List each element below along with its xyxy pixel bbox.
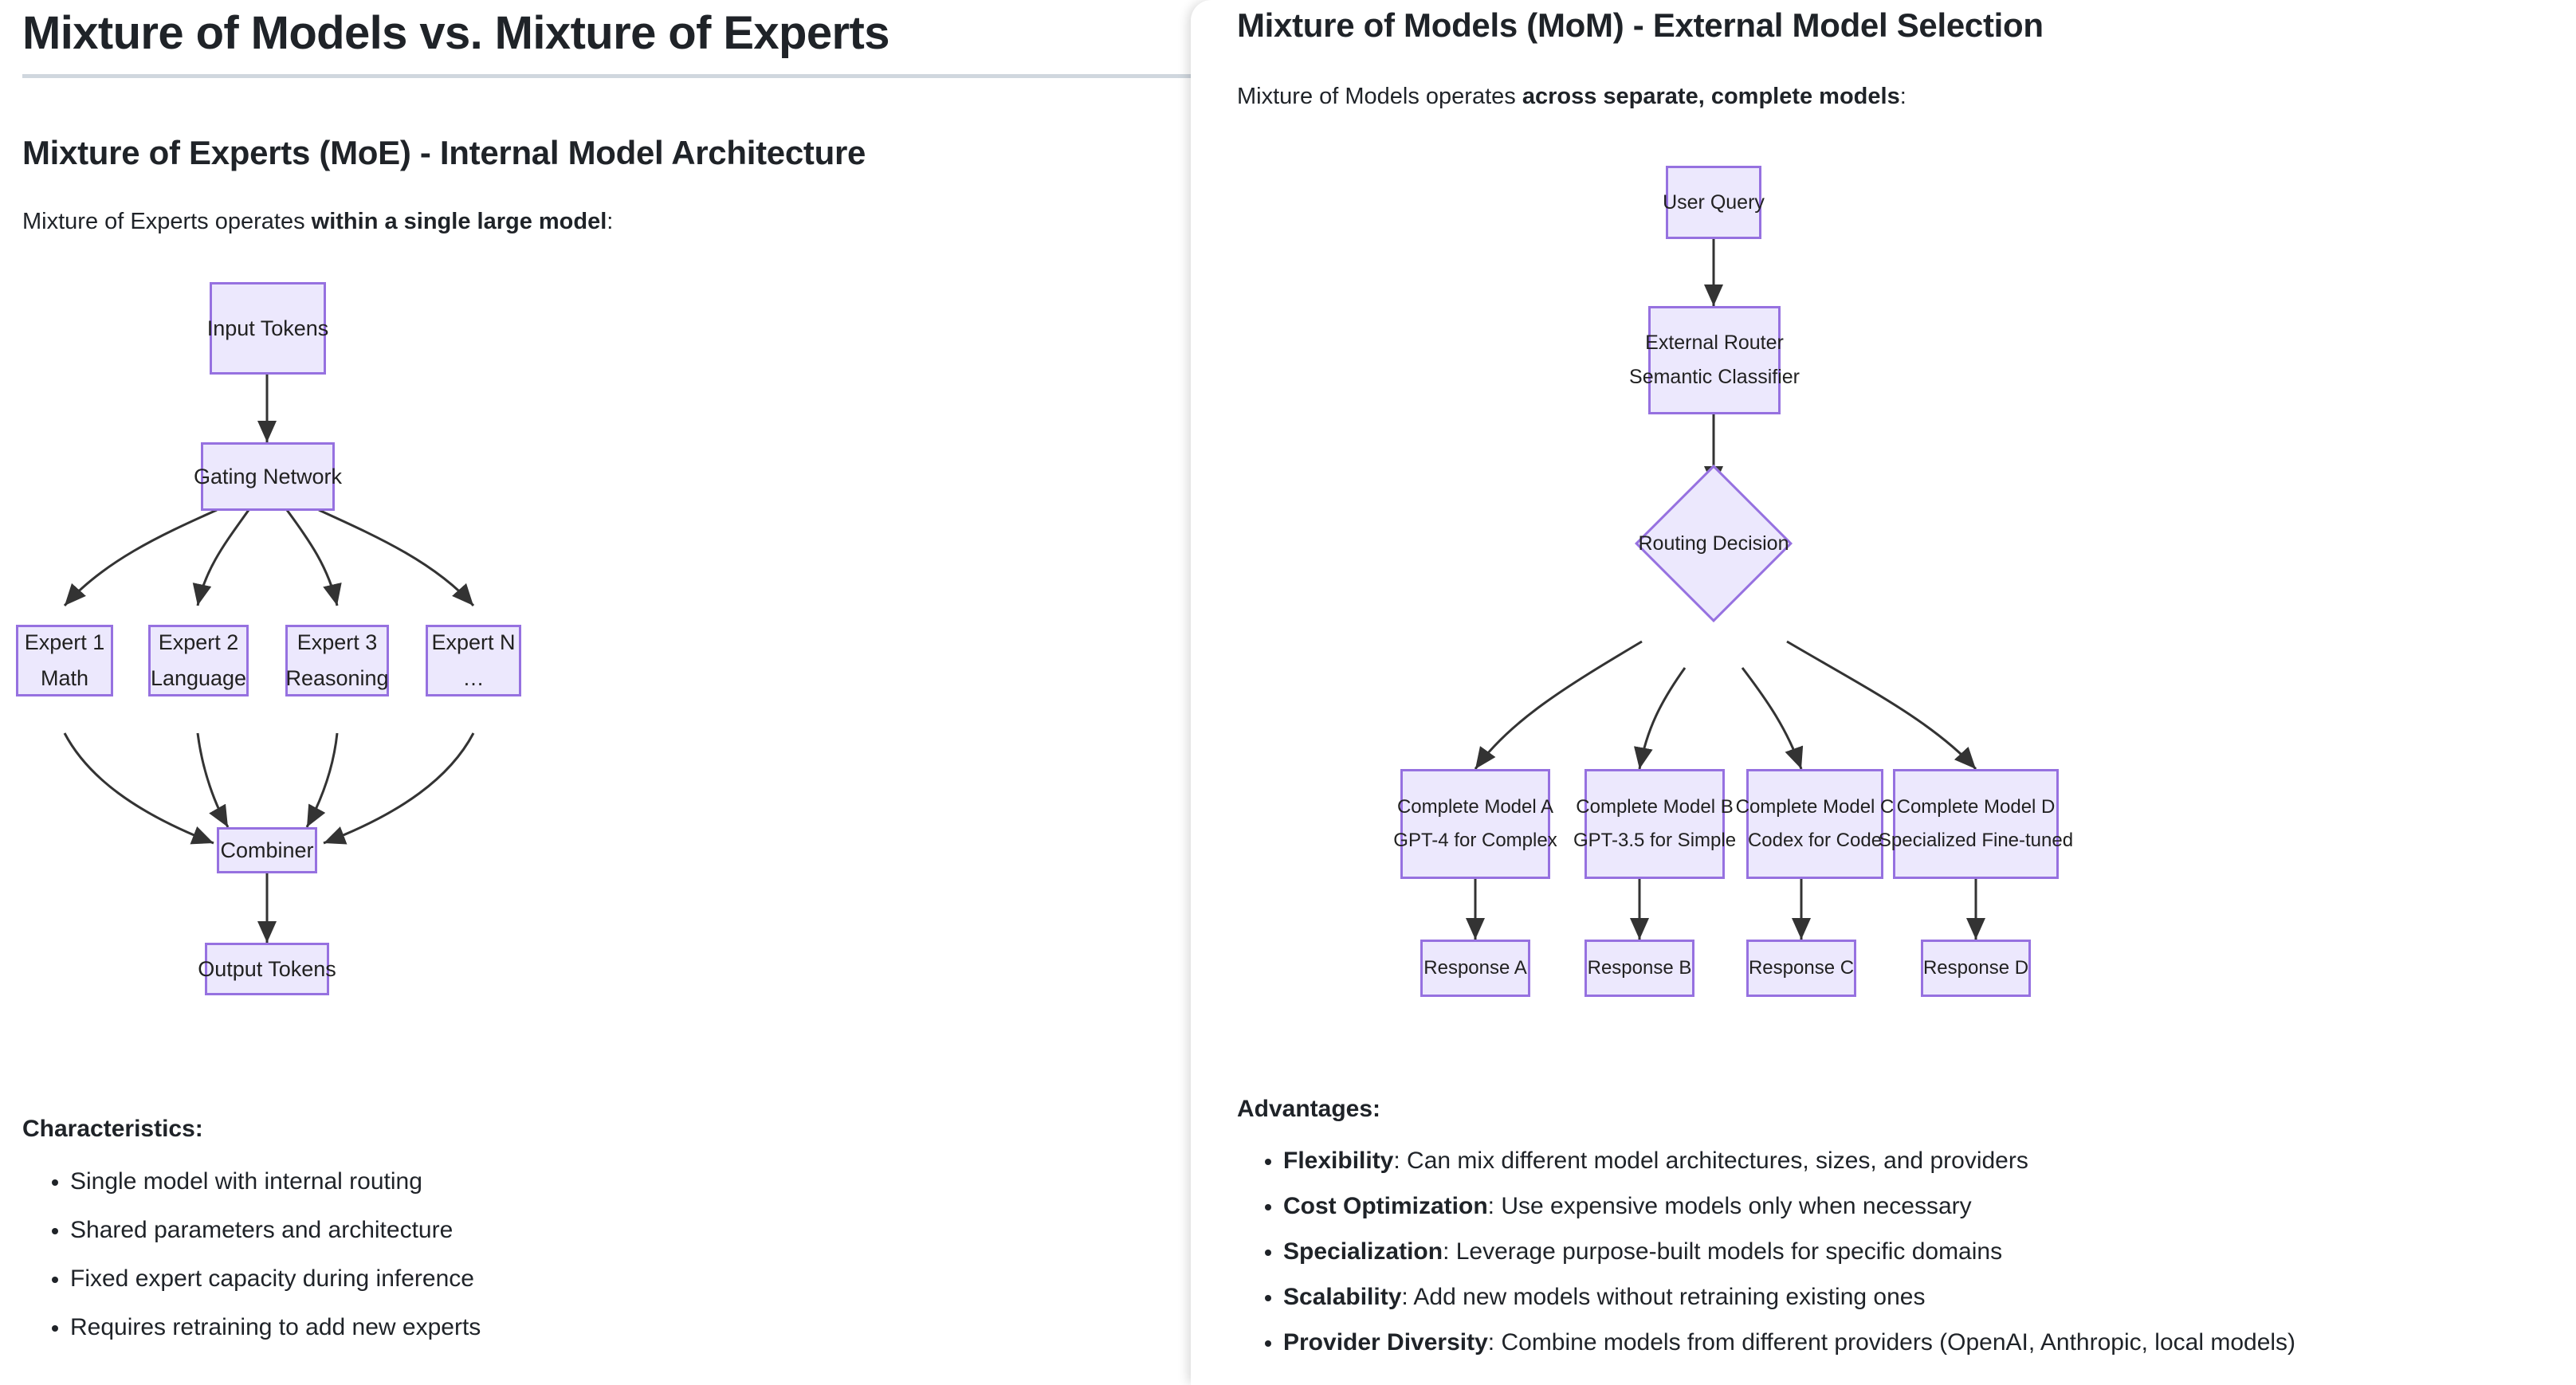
mom-intro-suffix: : (1899, 84, 1906, 109)
moe-intro-prefix: Mixture of Experts operates (22, 209, 312, 234)
node-expert-3-line1: Expert 3 (296, 630, 378, 654)
advantage-desc: : Combine models from different provider… (1487, 1329, 2296, 1356)
node-user-query-label: User Query (1663, 190, 1765, 214)
left-panel: Mixture of Models vs. Mixture of Experts… (0, 0, 1196, 1385)
right-panel: Mixture of Models (MoM) - External Model… (1191, 0, 2576, 1385)
mom-flowchart: User Query External Router Semantic Clas… (1191, 0, 2576, 1385)
title-divider (22, 74, 1196, 78)
node-response-d-label: Response D (1922, 957, 2029, 979)
advantage-desc: : Leverage purpose-built models for spec… (1443, 1238, 2003, 1265)
mom-edges (1466, 239, 1985, 940)
node-complete-model-d-line1: Complete Model D (1896, 796, 2056, 818)
node-response-b[interactable]: Response B (1584, 940, 1694, 997)
node-complete-model-b-line2: GPT-3.5 for Simple (1573, 830, 1737, 851)
list-item: Specialization: Leverage purpose-built m… (1283, 1229, 2295, 1274)
node-complete-model-c[interactable]: Complete Model C Codex for Code (1736, 769, 1894, 879)
mom-intro-prefix: Mixture of Models operates (1237, 84, 1522, 109)
node-input-tokens-label: Input Tokens (206, 316, 329, 340)
node-input-tokens[interactable]: Input Tokens (206, 282, 329, 375)
node-user-query[interactable]: User Query (1663, 166, 1765, 239)
advantage-term: Scalability (1283, 1284, 1402, 1310)
node-response-b-label: Response B (1587, 957, 1692, 979)
moe-intro-paragraph: Mixture of Experts operates within a sin… (22, 209, 613, 235)
advantage-term: Flexibility (1283, 1148, 1394, 1174)
node-response-a-label: Response A (1423, 957, 1527, 979)
node-gating-network[interactable]: Gating Network (194, 442, 342, 511)
list-item: Provider Diversity: Combine models from … (1283, 1320, 2295, 1365)
node-complete-model-c-line1: Complete Model C (1735, 796, 1895, 818)
node-expert-2-line1: Expert 2 (158, 630, 239, 654)
list-item: Flexibility: Can mix different model arc… (1283, 1138, 2295, 1183)
moe-intro-suffix: : (607, 209, 614, 234)
node-expert-1[interactable]: Expert 1 Math (16, 625, 113, 696)
characteristics-list: Single model with internal routing Share… (41, 1157, 481, 1352)
mom-intro-bold: across separate, complete models (1522, 84, 1900, 109)
node-expert-n-line2: … (462, 666, 485, 690)
advantage-desc: : Use expensive models only when necessa… (1487, 1193, 1972, 1219)
list-item: Shared parameters and architecture (70, 1206, 481, 1254)
mom-intro-paragraph: Mixture of Models operates across separa… (1237, 84, 1906, 110)
node-routing-decision[interactable]: Routing Decision (1635, 465, 1793, 622)
advantage-desc: : Add new models without retraining exis… (1401, 1284, 1926, 1310)
node-expert-2[interactable]: Expert 2 Language (148, 625, 249, 696)
advantage-term: Cost Optimization (1283, 1193, 1488, 1219)
node-combiner-label: Combiner (220, 838, 314, 862)
node-expert-3[interactable]: Expert 3 Reasoning (285, 625, 389, 696)
node-complete-model-d-line2: Specialized Fine-tuned (1878, 830, 2074, 851)
node-external-router[interactable]: External Router Semantic Classifier (1629, 306, 1800, 414)
list-item: Fixed expert capacity during inference (70, 1254, 481, 1303)
mom-section-heading: Mixture of Models (MoM) - External Model… (1237, 6, 2044, 44)
node-complete-model-a-line2: GPT-4 for Complex (1393, 830, 1557, 851)
node-expert-2-line2: Language (150, 666, 247, 690)
node-response-d[interactable]: Response D (1921, 940, 2031, 997)
node-combiner[interactable]: Combiner (217, 827, 317, 873)
node-expert-1-line1: Expert 1 (24, 630, 105, 654)
node-routing-decision-label: Routing Decision (1638, 532, 1789, 555)
list-item: Scalability: Add new models without retr… (1283, 1274, 2295, 1320)
node-complete-model-d[interactable]: Complete Model D Specialized Fine-tuned (1879, 769, 2073, 879)
advantages-list: Flexibility: Can mix different model arc… (1255, 1138, 2295, 1365)
list-item: Requires retraining to add new experts (70, 1303, 481, 1352)
node-external-router-line2: Semantic Classifier (1629, 366, 1800, 388)
node-complete-model-a[interactable]: Complete Model A GPT-4 for Complex (1393, 769, 1557, 879)
list-item: Cost Optimization: Use expensive models … (1283, 1183, 2295, 1229)
advantage-term: Provider Diversity (1283, 1329, 1488, 1356)
list-item: Single model with internal routing (70, 1157, 481, 1206)
page-title: Mixture of Models vs. Mixture of Experts (22, 7, 889, 59)
advantage-desc: : Can mix different model architectures,… (1393, 1148, 2028, 1174)
node-expert-n-line1: Expert N (431, 630, 516, 654)
node-complete-model-a-line1: Complete Model A (1396, 796, 1554, 818)
advantages-heading: Advantages: (1237, 1096, 1381, 1122)
node-expert-3-line2: Reasoning (285, 666, 389, 690)
node-expert-1-line2: Math (40, 666, 89, 690)
node-external-router-line1: External Router (1645, 332, 1784, 354)
node-complete-model-b-line1: Complete Model B (1576, 796, 1734, 818)
moe-flowchart: Input Tokens Gating Network Expert 1 Mat… (0, 0, 1196, 1385)
node-expert-n[interactable]: Expert N … (426, 625, 521, 696)
node-response-c[interactable]: Response C (1746, 940, 1856, 997)
node-output-tokens[interactable]: Output Tokens (198, 943, 336, 995)
node-output-tokens-label: Output Tokens (198, 956, 336, 981)
node-complete-model-c-line2: Codex for Code (1747, 830, 1883, 851)
advantage-term: Specialization (1283, 1238, 1443, 1265)
moe-edges (63, 374, 475, 943)
node-gating-network-label: Gating Network (193, 464, 343, 488)
node-response-a[interactable]: Response A (1420, 940, 1530, 997)
node-complete-model-b[interactable]: Complete Model B GPT-3.5 for Simple (1573, 769, 1736, 879)
moe-intro-bold: within a single large model (311, 209, 607, 234)
characteristics-heading: Characteristics: (22, 1116, 203, 1142)
moe-section-heading: Mixture of Experts (MoE) - Internal Mode… (22, 134, 866, 171)
node-response-c-label: Response C (1748, 957, 1855, 979)
